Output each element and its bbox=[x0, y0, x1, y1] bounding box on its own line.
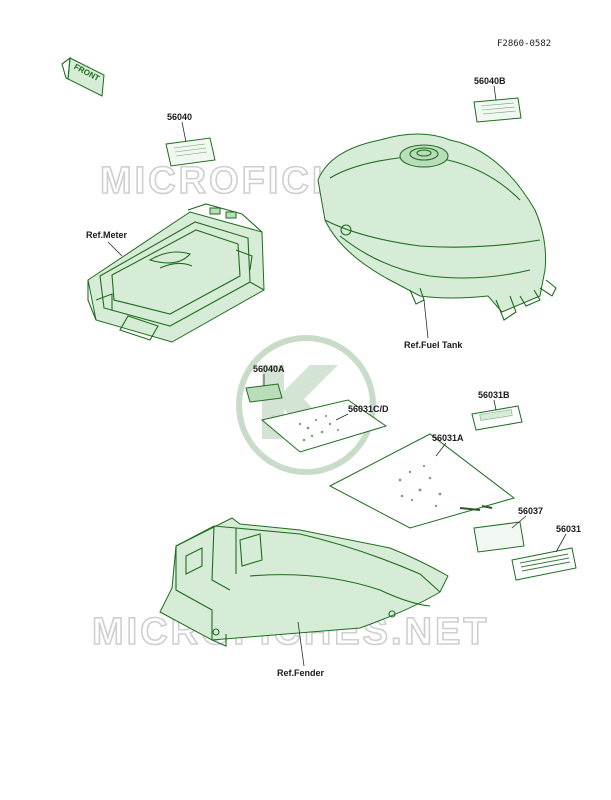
part-label-56031: 56031 bbox=[556, 524, 581, 534]
part-label-56040: 56040 bbox=[167, 112, 192, 122]
ref-fender-label: Ref.Fender bbox=[277, 668, 325, 678]
part-label-56031b: 56031B bbox=[478, 390, 510, 400]
ref-meter-label: Ref.Meter bbox=[86, 230, 128, 240]
fuel-tank bbox=[317, 133, 557, 321]
label-56037-sticker bbox=[473, 521, 525, 553]
label-56031a-sticker bbox=[328, 433, 516, 529]
part-label-56037: 56037 bbox=[518, 506, 543, 516]
label-56031-sticker bbox=[511, 547, 577, 581]
label-56031cd-sticker bbox=[260, 399, 388, 453]
front-arrow-icon: FRONT bbox=[61, 56, 105, 97]
part-label-56031cd: 56031C/D bbox=[348, 404, 389, 414]
figure-code: F2860-0582 bbox=[497, 39, 551, 49]
part-label-56031a: 56031A bbox=[432, 433, 464, 443]
part-label-56040b: 56040B bbox=[474, 76, 506, 86]
fender bbox=[159, 517, 449, 647]
label-56040b-sticker bbox=[473, 97, 522, 123]
label-56040-sticker bbox=[165, 137, 216, 167]
ref-fuel-tank-label: Ref.Fuel Tank bbox=[404, 340, 463, 350]
meter-assembly bbox=[87, 203, 265, 343]
part-label-56040a: 56040A bbox=[253, 364, 285, 374]
label-56040a-sticker bbox=[245, 383, 283, 403]
